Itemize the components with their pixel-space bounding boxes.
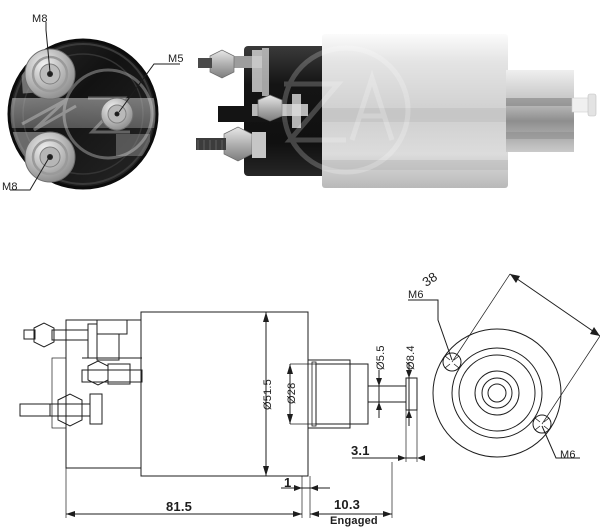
dim-collar-width: 3.1: [351, 443, 370, 458]
note-engaged: Engaged: [330, 515, 378, 527]
dim-flange-thickness: 1: [284, 475, 292, 490]
callout-m8-top: M8: [32, 13, 48, 25]
dim-dia-shaft: Ø5.5: [375, 345, 387, 370]
callout-m5: M5: [168, 53, 184, 65]
front-face-photo: M8 M5 M8: [2, 13, 183, 200]
callout-m8-bottom: M8: [2, 181, 18, 193]
dim-overall-length: 81.5: [166, 499, 193, 514]
technical-drawing: Ø51.5 Ø28 Ø5.5 Ø8.4 81.5 1 3.1 10.3 Enga…: [0, 262, 600, 530]
dim-dia-body: Ø51.5: [262, 379, 274, 410]
dim-dia-collar: Ø8.4: [405, 345, 417, 370]
side-profile-photo: [196, 12, 597, 208]
callout-m6-lower: M6: [560, 449, 576, 461]
dim-dia-nose: Ø28: [286, 382, 298, 404]
dim-plunger-projection: 10.3: [334, 497, 361, 512]
callout-m6-upper: M6: [408, 289, 424, 301]
